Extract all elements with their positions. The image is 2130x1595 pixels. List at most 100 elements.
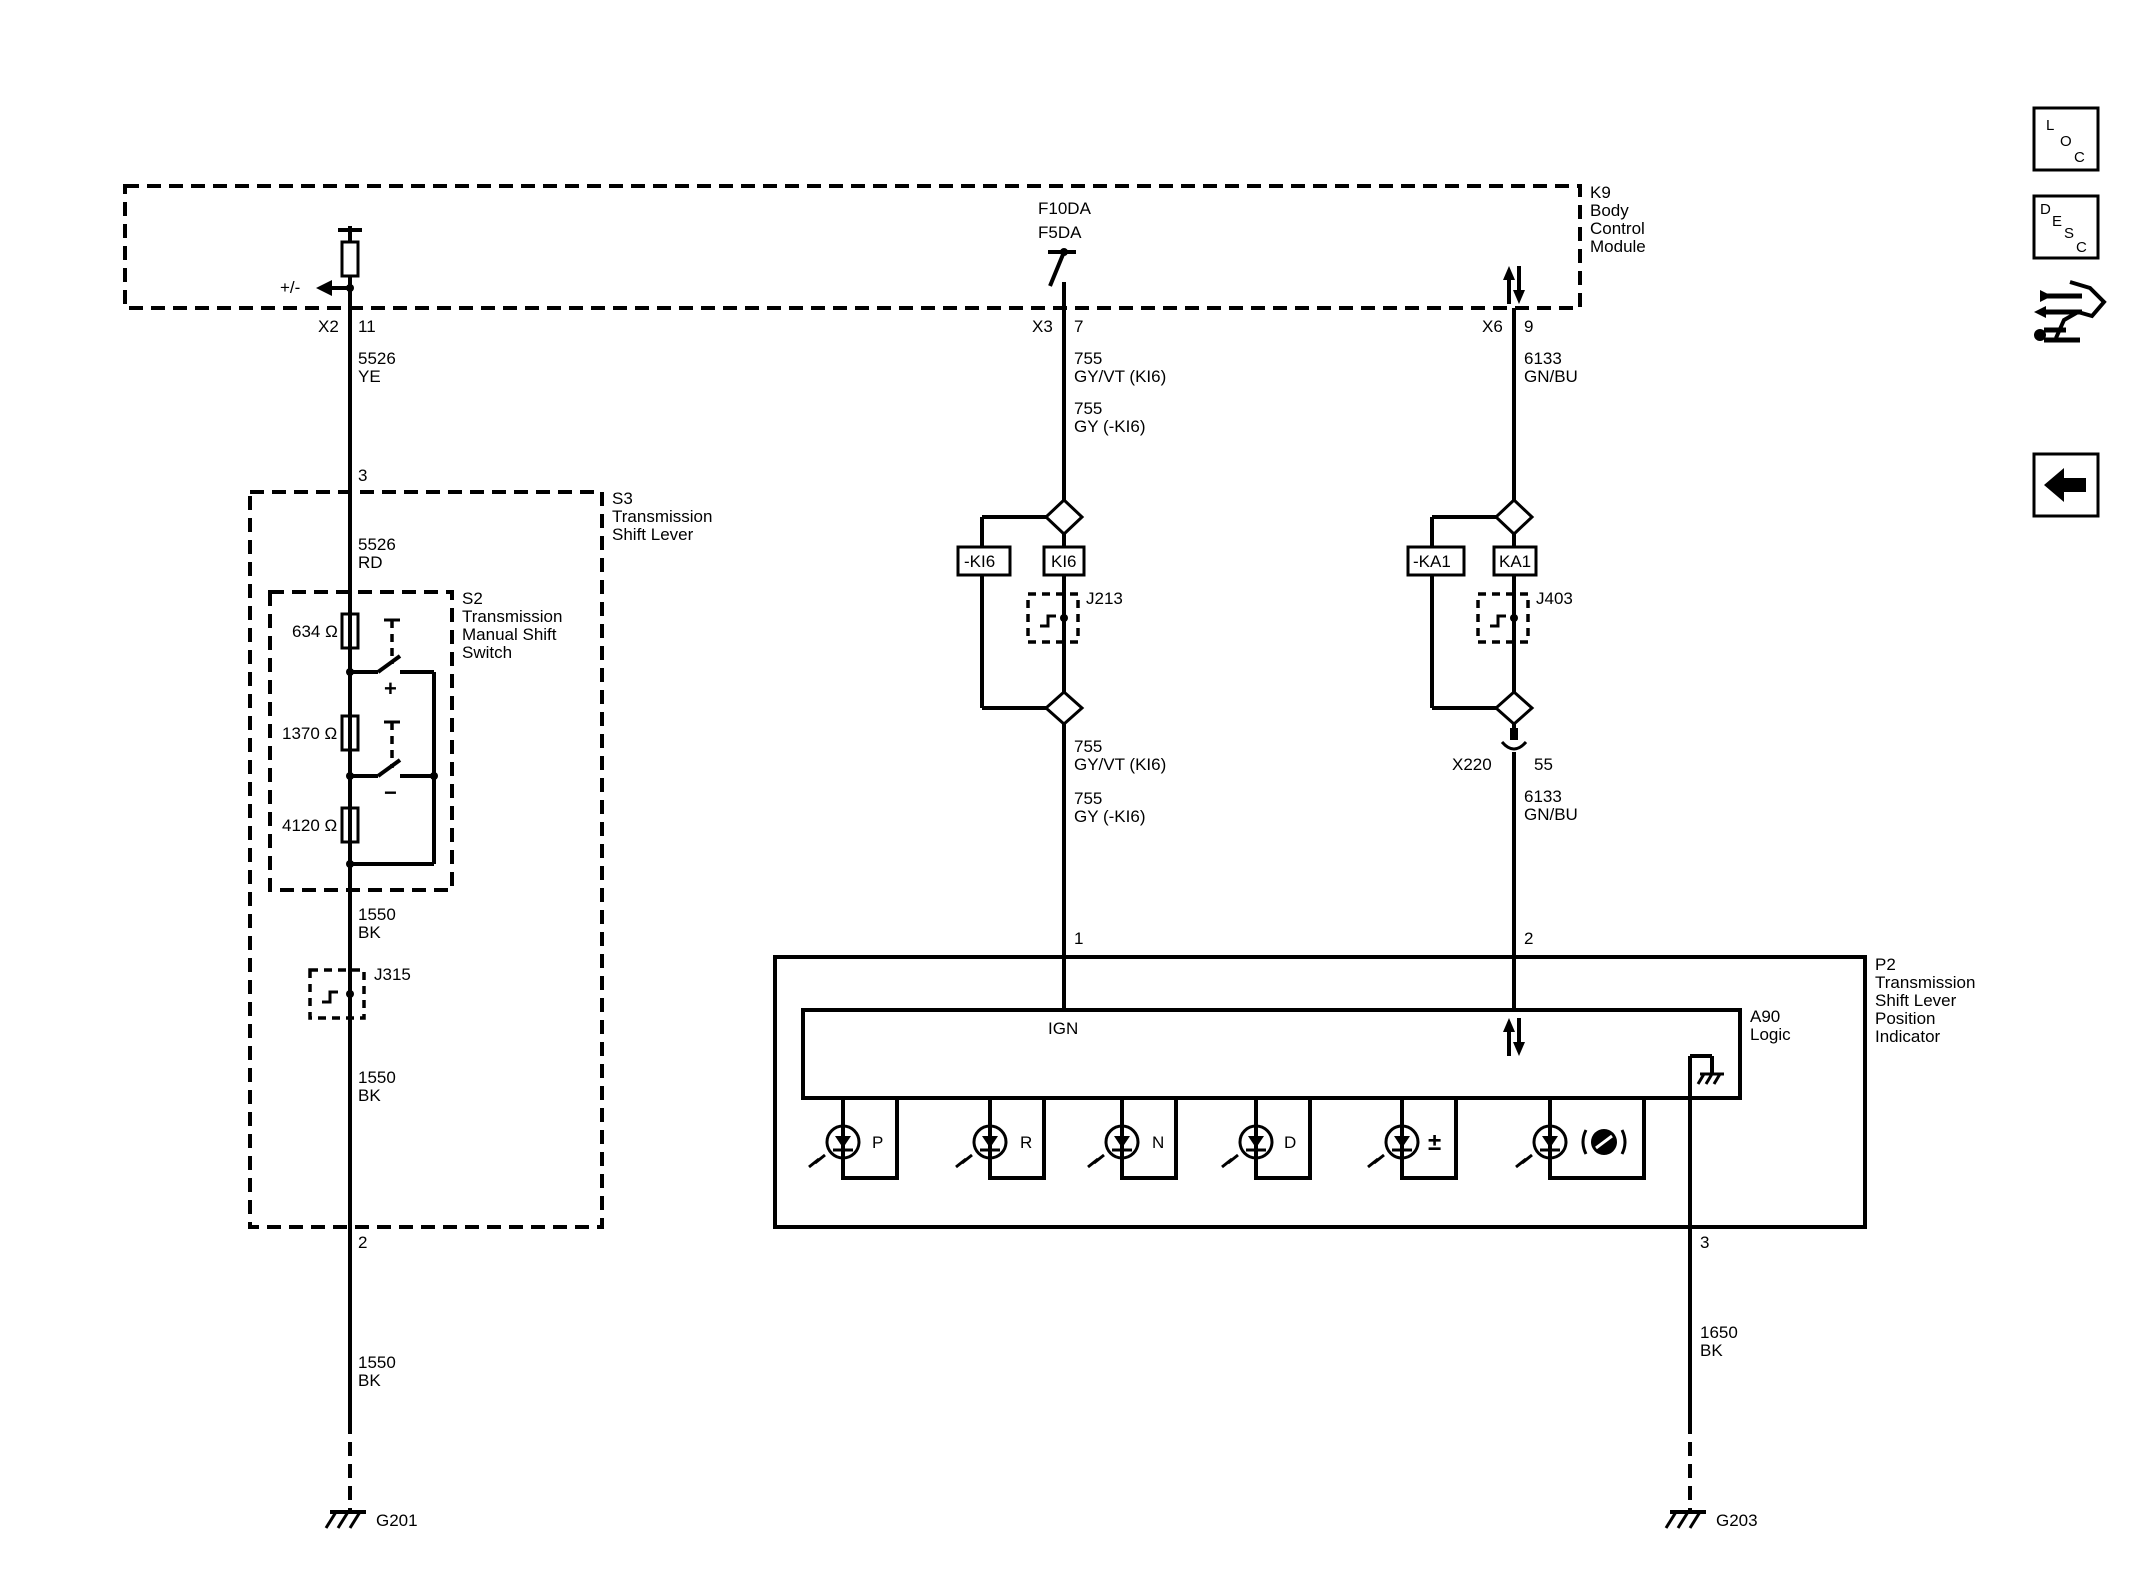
plus-minus-label: +/- bbox=[280, 278, 300, 297]
led-plus-minus-label: ± bbox=[1428, 1129, 1441, 1156]
desc-letter-e: E bbox=[2052, 213, 2062, 230]
led-d-label: D bbox=[1284, 1133, 1296, 1152]
loc-button[interactable]: L O C bbox=[2032, 106, 2100, 172]
s2-ref: S2 bbox=[462, 589, 483, 608]
wire-1550-b-num: 1550 bbox=[358, 1068, 396, 1087]
x220-pin: 55 bbox=[1534, 755, 1553, 774]
wire-1550-a-color: BK bbox=[358, 923, 381, 942]
option-neg-ki6: -KI6 bbox=[964, 552, 995, 571]
resistor-1370: 1370 Ω bbox=[282, 724, 337, 743]
wire-6133-b-color: GN/BU bbox=[1524, 805, 1578, 824]
option-ki6: KI6 bbox=[1051, 552, 1077, 571]
desc-letter-s: S bbox=[2064, 225, 2074, 242]
wire-755-b-num: 755 bbox=[1074, 399, 1102, 418]
led-p: P bbox=[808, 1098, 899, 1180]
led-n-label: N bbox=[1152, 1133, 1164, 1152]
wire-755-c-color: GY/VT (KI6) bbox=[1074, 755, 1166, 774]
p2-position-indicator: P2 Transmission Shift Lever Position Ind… bbox=[773, 955, 1975, 1400]
option-neg-ka1: -KA1 bbox=[1413, 552, 1451, 571]
k9-body-control-module: K9 Body Control Module bbox=[123, 183, 1646, 310]
wire-755-b-color: GY (-KI6) bbox=[1074, 417, 1145, 436]
k9-name-2: Control bbox=[1590, 219, 1645, 238]
fuse-label-2: F5DA bbox=[1038, 223, 1082, 242]
splice-j403: J403 bbox=[1536, 589, 1573, 608]
middle-circuit: X3 7 755 GY/VT (KI6) 755 GY (-KI6) -KI6 … bbox=[956, 308, 1166, 1008]
wire-1550-a-num: 1550 bbox=[358, 905, 396, 924]
plus-sign: + bbox=[384, 676, 397, 701]
shift-lock-icon bbox=[1581, 1129, 1627, 1155]
fuse-label-1: F10DA bbox=[1038, 199, 1092, 218]
loc-letter-o: O bbox=[2060, 133, 2072, 150]
s3-pin-3: 3 bbox=[358, 466, 367, 485]
s2-name-1: Transmission bbox=[462, 607, 562, 626]
a90-name: Logic bbox=[1750, 1025, 1791, 1044]
connector-tool-icon bbox=[2034, 280, 2107, 343]
loc-letter-c: C bbox=[2074, 149, 2085, 166]
wire-1650-num: 1650 bbox=[1700, 1323, 1738, 1342]
k9-serial-data-symbol bbox=[1503, 266, 1525, 304]
desc-letter-d: D bbox=[2040, 201, 2051, 218]
desc-letter-c: C bbox=[2076, 239, 2087, 256]
p2-name-1: Transmission bbox=[1875, 973, 1975, 992]
k9-name-3: Module bbox=[1590, 237, 1646, 256]
wire-1650-color: BK bbox=[1700, 1341, 1723, 1360]
wire-5526rd-color: RD bbox=[358, 553, 383, 572]
wire-5526-color: YE bbox=[358, 367, 381, 386]
p2-ref: P2 bbox=[1875, 955, 1896, 974]
wire-6133-a-color: GN/BU bbox=[1524, 367, 1578, 386]
back-arrow-icon bbox=[2044, 468, 2086, 502]
desc-button[interactable]: D E S C bbox=[2032, 194, 2100, 260]
wire-6133-b-num: 6133 bbox=[1524, 787, 1562, 806]
p2-name-3: Position bbox=[1875, 1009, 1935, 1028]
resistor-634: 634 Ω bbox=[292, 622, 338, 641]
wire-5526-num: 5526 bbox=[358, 349, 396, 368]
s3-pin-2: 2 bbox=[358, 1233, 367, 1252]
wire-755-a-num: 755 bbox=[1074, 349, 1102, 368]
wire-755-c-num: 755 bbox=[1074, 737, 1102, 756]
x2-connector: X2 bbox=[318, 317, 339, 336]
ground-g201: G201 bbox=[324, 1510, 418, 1530]
wire-755-d-color: GY (-KI6) bbox=[1074, 807, 1145, 826]
wire-1550-c-num: 1550 bbox=[358, 1353, 396, 1372]
s2-name-2: Manual Shift bbox=[462, 625, 557, 644]
connector-tool-button[interactable] bbox=[2034, 280, 2107, 343]
right-circuit: X6 9 6133 GN/BU -KA1 KA1 J403 X220 55 61… bbox=[1406, 308, 1578, 1008]
wire-5526rd-num: 5526 bbox=[358, 535, 396, 554]
s3-transmission-shift-lever: S3 Transmission Shift Lever 5526 RD bbox=[248, 489, 712, 1229]
x3-connector: X3 bbox=[1032, 317, 1053, 336]
p2-name-2: Shift Lever bbox=[1875, 991, 1957, 1010]
splice-j315: J315 bbox=[374, 965, 411, 984]
p2-name-4: Indicator bbox=[1875, 1027, 1941, 1046]
g201-label: G201 bbox=[376, 1511, 418, 1530]
k9-ref: K9 bbox=[1590, 183, 1611, 202]
x2-pin: 11 bbox=[358, 317, 376, 336]
k9-left-output-symbol: +/- bbox=[280, 226, 362, 297]
splice-j213: J213 bbox=[1086, 589, 1123, 608]
left-lower-wiring: 1550 BK J315 1550 BK 2 1550 BK bbox=[308, 905, 411, 1390]
left-circuit: X2 11 5526 YE 3 bbox=[318, 288, 396, 1510]
led-n: N bbox=[1087, 1098, 1178, 1180]
p2-pin-2: 2 bbox=[1524, 929, 1533, 948]
p2-ground-wire: 1650 BK bbox=[1688, 1227, 1738, 1510]
wire-1550-c-color: BK bbox=[358, 1371, 381, 1390]
x6-pin: 9 bbox=[1524, 317, 1533, 336]
wire-1550-b-color: BK bbox=[358, 1086, 381, 1105]
led-p-label: P bbox=[872, 1133, 883, 1152]
k9-name-1: Body bbox=[1590, 201, 1629, 220]
minus-sign: − bbox=[384, 780, 397, 805]
g203-label: G203 bbox=[1716, 1511, 1758, 1530]
resistor-4120: 4120 Ω bbox=[282, 816, 337, 835]
led-shift-lock bbox=[1515, 1098, 1646, 1180]
s2-name-3: Switch bbox=[462, 643, 512, 662]
led-plus-minus: ± bbox=[1367, 1098, 1458, 1180]
loc-letter-l: L bbox=[2046, 117, 2054, 134]
s2-manual-shift-switch: S2 Transmission Manual Shift Switch 634 … bbox=[268, 589, 562, 892]
led-d: D bbox=[1221, 1098, 1312, 1180]
s3-name-1: Transmission bbox=[612, 507, 712, 526]
s3-ref: S3 bbox=[612, 489, 633, 508]
led-r: R bbox=[955, 1098, 1046, 1180]
back-button[interactable] bbox=[2032, 452, 2100, 518]
a90-ref: A90 bbox=[1750, 1007, 1780, 1026]
led-r-label: R bbox=[1020, 1133, 1032, 1152]
k9-ignition-switch-symbol: F10DA F5DA bbox=[1038, 199, 1092, 308]
